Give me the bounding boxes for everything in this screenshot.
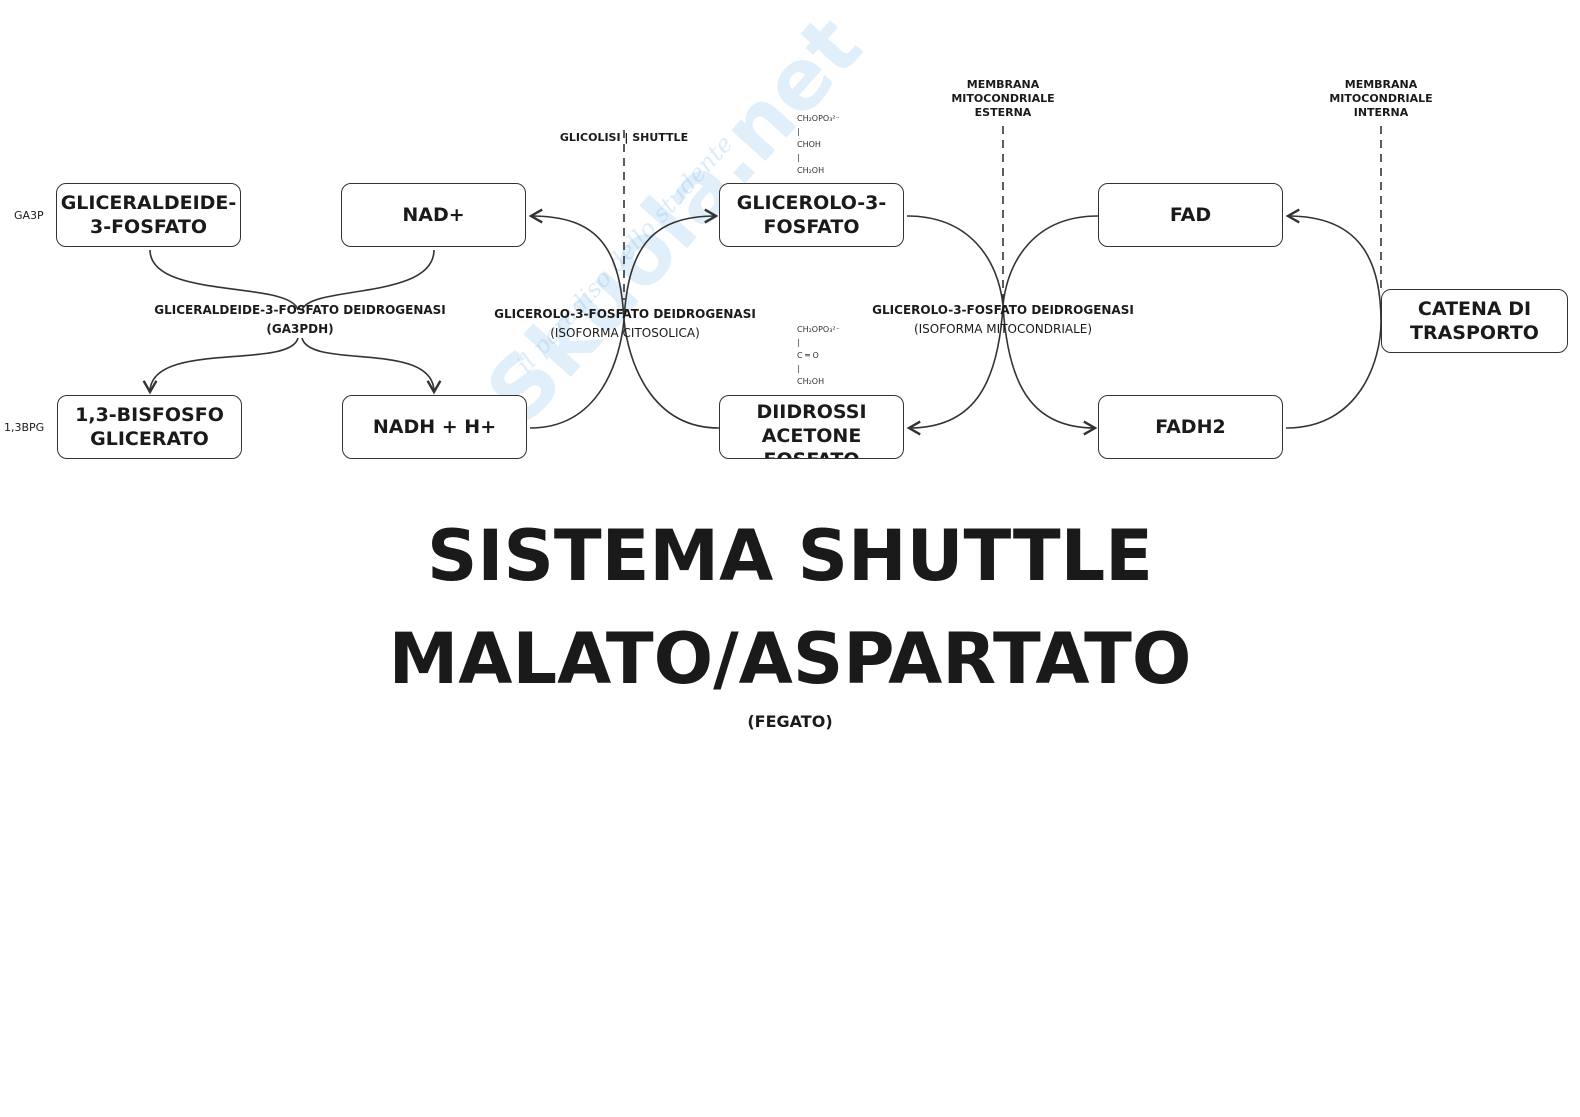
arrow-enzyme-to-nadh: [301, 337, 442, 395]
arrow-enzyme-to-bpg: [142, 337, 299, 395]
enzyme-ga3pdh-abbr: (GA3PDH): [266, 322, 334, 336]
node-glicerolo-3-fosfato: GLICEROLO-3- FOSFATO: [719, 183, 904, 247]
divider-label-membrana-interna: MEMBRANA MITOCONDRIALE INTERNA: [1329, 78, 1433, 119]
ga3p-abbrev: GA3P: [14, 209, 44, 222]
enzyme-g3pdh-cyto-name: GLICEROLO-3-FOSFATO DEIDROGENASI: [494, 307, 756, 321]
arrow-nadh-to-nad: [528, 208, 625, 429]
node-fadh2: FADH2: [1098, 395, 1283, 459]
node-fad: FAD: [1098, 183, 1283, 247]
title-line-1: SISTEMA SHUTTLE: [426, 515, 1153, 597]
bpg-abbrev: 1,3BPG: [4, 421, 45, 434]
arrow-fad-to-fadh2: [1002, 215, 1099, 436]
node-nad: NAD+: [341, 183, 526, 247]
node-bisfosfoglicerato: 1,3-BISFOSFO GLICERATO: [57, 395, 242, 459]
enzyme-g3pdh-cyto-sub: (ISOFORMA CITOSOLICA): [550, 326, 700, 340]
node-gliceraldeide-3-fosfato: GLICERALDEIDE- 3-FOSFATO: [56, 183, 241, 247]
node-catena-di-trasporto: CATENA DI TRASPORTO: [1381, 289, 1568, 353]
divider-label-membrana-esterna: MEMBRANA MITOCONDRIALE ESTERNA: [951, 78, 1055, 119]
arrow-nad-to-enzyme: [301, 249, 435, 311]
enzyme-ga3pdh-name: GLICERALDEIDE-3-FOSFATO DEIDROGENASI: [154, 303, 446, 317]
arrow-ga3p-to-enzyme: [149, 249, 299, 311]
enzyme-g3pdh-mito-name: GLICEROLO-3-FOSFATO DEIDROGENASI: [872, 303, 1134, 317]
node-nadh: NADH + H+: [342, 395, 527, 459]
title-subtitle: (FEGATO): [747, 712, 833, 731]
arrow-fadh2-to-fad: [1285, 208, 1382, 429]
arrow-dhap-to-g3p: [623, 208, 720, 429]
title-line-2: MALATO/ASPARTATO: [388, 618, 1192, 700]
node-diidrossiacetone-fosfato: DIIDROSSI ACETONE FOSFATO: [719, 395, 904, 459]
structure-diidrossiacetone-fosfato: CH₂OPO₃²⁻ | C ═ O | CH₂OH: [797, 325, 840, 386]
enzyme-g3pdh-mito-sub: (ISOFORMA MITOCONDRIALE): [913, 322, 1093, 336]
structure-glicerolo-3-fosfato: CH₂OPO₃²⁻ | CHOH | CH₂OH: [797, 114, 840, 175]
divider-label-glicolisi-shuttle: GLICOLISI | SHUTTLE: [559, 131, 689, 144]
